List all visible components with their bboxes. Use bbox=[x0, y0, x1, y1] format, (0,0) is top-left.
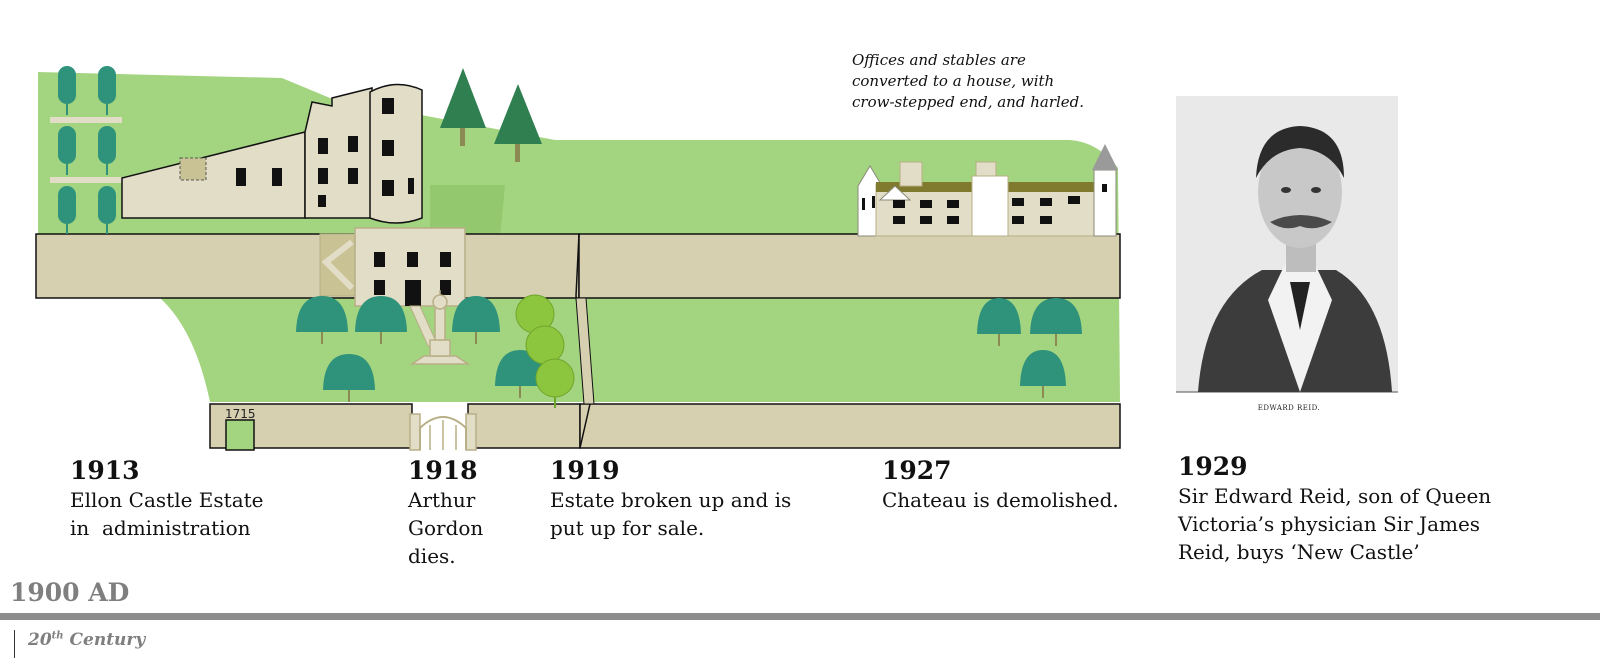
wall-date-box bbox=[225, 419, 255, 451]
event-1913: 1913 Ellon Castle Estate in administrati… bbox=[70, 456, 264, 542]
event-1927: 1927 Chateau is demolished. bbox=[882, 456, 1119, 514]
event-text-line: Estate broken up and is bbox=[550, 488, 792, 512]
century-ordinal: th bbox=[51, 630, 64, 642]
caption-line: Offices and stables are bbox=[852, 51, 1026, 69]
estate-division-strip bbox=[575, 297, 595, 405]
ruined-castle bbox=[121, 83, 423, 224]
event-text-line: Arthur bbox=[408, 488, 476, 512]
caption-line: converted to a house, with bbox=[852, 72, 1055, 90]
event-text-line: Chateau is demolished. bbox=[882, 488, 1119, 512]
teal-trees bbox=[296, 296, 1082, 402]
event-text-line: put up for sale. bbox=[550, 516, 705, 540]
edward-reid-portrait bbox=[1176, 96, 1398, 393]
event-1919: 1919 Estate broken up and is put up for … bbox=[550, 456, 791, 542]
wall-date-label: 1715 bbox=[225, 407, 256, 421]
century-label: 20th Century bbox=[28, 630, 145, 650]
event-text-line: in administration bbox=[70, 516, 251, 540]
event-year: 1919 bbox=[550, 456, 620, 485]
chateau-house bbox=[319, 227, 466, 347]
event-year: 1918 bbox=[408, 456, 478, 485]
upper-wall-left bbox=[35, 233, 580, 299]
timeline-rule bbox=[0, 613, 1600, 620]
century-word: Century bbox=[69, 630, 146, 650]
century-number: 20 bbox=[28, 630, 52, 650]
stables-conversion-caption: Offices and stables are converted to a h… bbox=[852, 50, 1092, 113]
caption-line: crow-stepped end, and harled. bbox=[852, 93, 1085, 111]
portrait-caption: EDWARD REID. bbox=[1257, 404, 1321, 412]
estate-gateway bbox=[409, 413, 477, 451]
lower-wall-right bbox=[579, 403, 1121, 449]
event-year: 1929 bbox=[1178, 452, 1248, 481]
event-text-line: dies. bbox=[408, 544, 456, 568]
converted-stables-house bbox=[857, 144, 1118, 237]
pine-trees bbox=[440, 68, 542, 162]
event-1929: 1929 Sir Edward Reid, son of Queen Victo… bbox=[1178, 452, 1491, 566]
event-1918: 1918 Arthur Gordon dies. bbox=[408, 456, 483, 570]
event-text-line: Gordon bbox=[408, 516, 484, 540]
century-marker bbox=[14, 630, 15, 658]
lawn-shade bbox=[430, 185, 505, 238]
garden-monument bbox=[409, 290, 471, 365]
lower-wall-mid bbox=[467, 403, 581, 449]
event-text-line: Sir Edward Reid, son of Queen bbox=[1178, 484, 1492, 508]
era-label: 1900 AD bbox=[10, 578, 130, 607]
event-text-line: Ellon Castle Estate bbox=[70, 488, 264, 512]
event-text-line: Reid, buys ‘New Castle’ bbox=[1178, 540, 1420, 564]
event-year: 1927 bbox=[882, 456, 952, 485]
lime-trees bbox=[515, 294, 575, 408]
poplar-row-trees bbox=[50, 66, 122, 234]
event-year: 1913 bbox=[70, 456, 140, 485]
upper-wall-right bbox=[578, 233, 1121, 299]
event-text-line: Victoria’s physician Sir James bbox=[1178, 512, 1481, 536]
